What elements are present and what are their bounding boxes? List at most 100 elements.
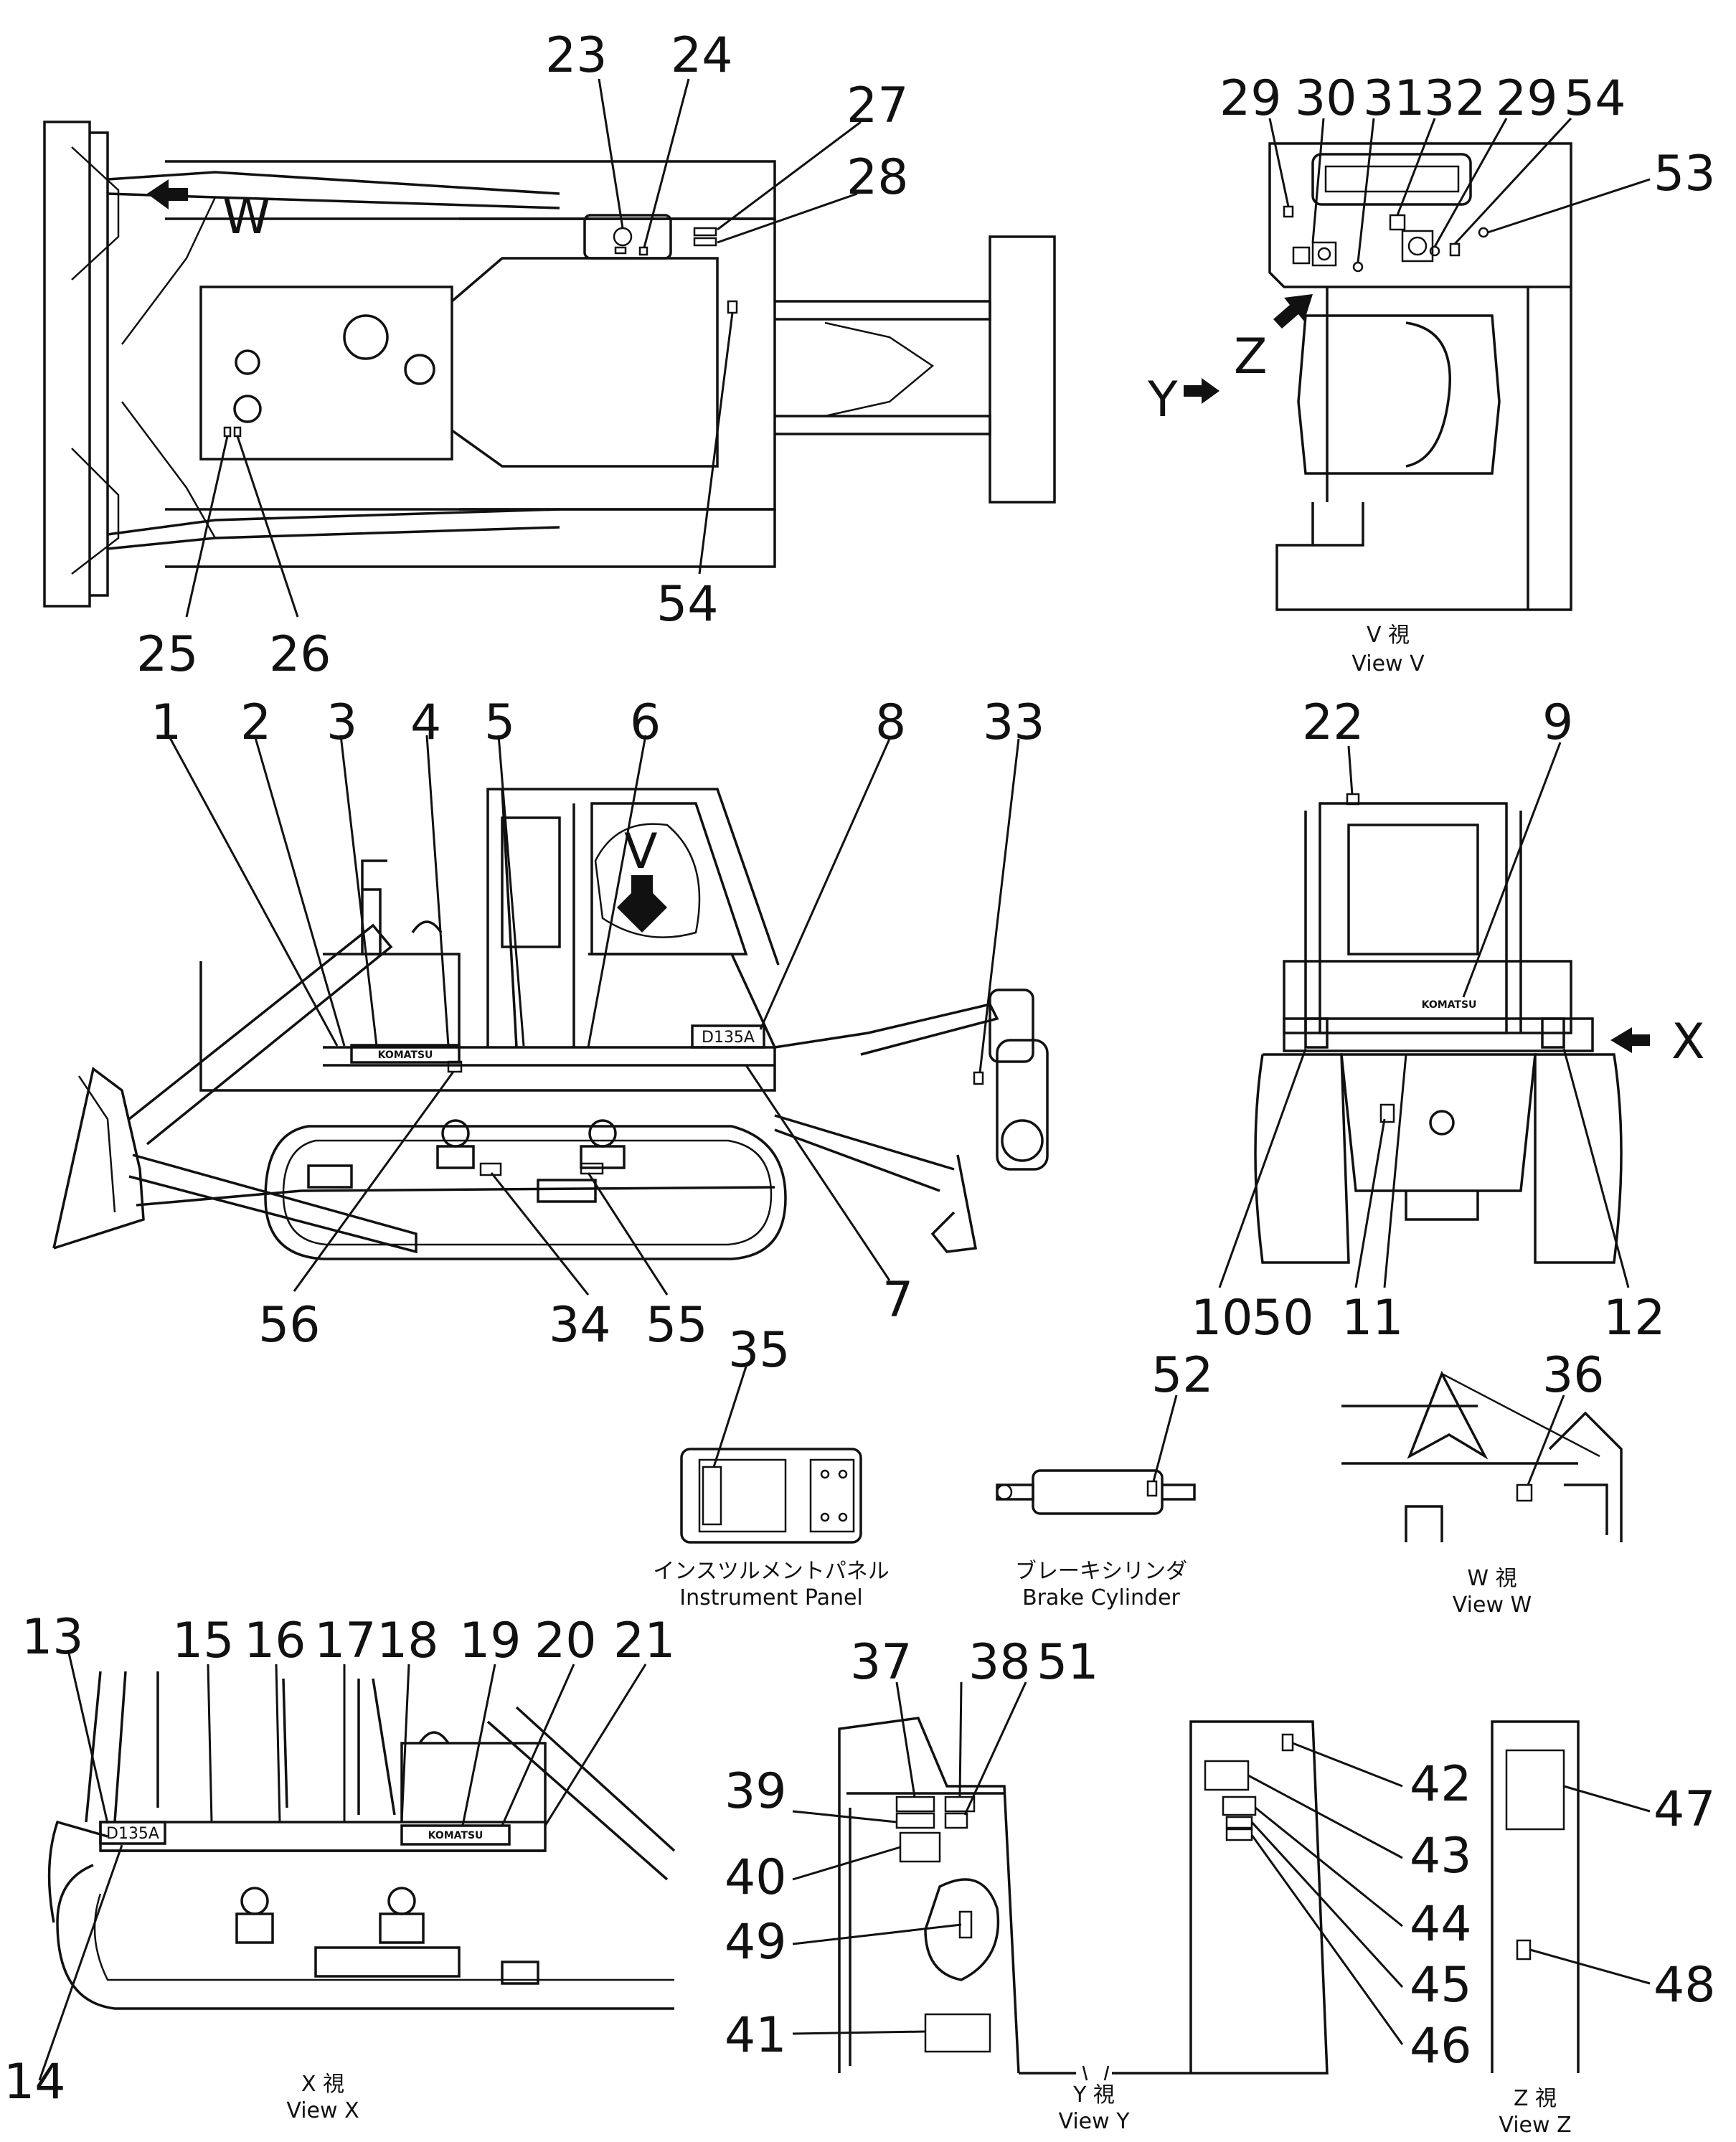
- top-view-callouts: 23 24 27 28 25 26 54: [136, 27, 909, 683]
- callout-28: 28: [846, 149, 909, 206]
- view-x-komatsu-badge: KOMATSU: [428, 1830, 483, 1841]
- callout-13: 13: [22, 1609, 84, 1666]
- arrow-label-w: W: [222, 189, 270, 245]
- callout-5: 5: [484, 694, 515, 751]
- callout-29b: 29: [1496, 70, 1558, 127]
- side-model-badge: D135A: [702, 1029, 755, 1047]
- panel-caption-jp: インスツルメントパネル: [653, 1559, 889, 1584]
- brake-caption-jp: ブレーキシリンダ: [1015, 1559, 1187, 1584]
- arrow-label-v: V: [624, 824, 658, 880]
- arrow-label-y: Y: [1147, 372, 1178, 428]
- view-y-leaders: [792, 1681, 1404, 2045]
- callout-34: 34: [549, 1297, 611, 1354]
- callout-36: 36: [1542, 1347, 1605, 1404]
- rear-view-leaders: [1218, 742, 1630, 1288]
- view-x-callouts: 13 15 16 17 18 19 20 21 14 X 視 View X: [4, 1609, 676, 2123]
- callout-31: 31: [1363, 70, 1425, 127]
- callout-38: 38: [968, 1634, 1031, 1691]
- top-view-leaders: [185, 78, 862, 618]
- callout-16: 16: [244, 1613, 306, 1669]
- callout-54: 54: [656, 576, 719, 633]
- rear-komatsu-badge: KOMATSU: [1422, 999, 1477, 1011]
- callout-46: 46: [1410, 2018, 1472, 2075]
- callout-52: 52: [1151, 1347, 1214, 1404]
- callout-44: 44: [1410, 1896, 1472, 1953]
- callout-54b: 54: [1564, 70, 1626, 127]
- callout-25: 25: [136, 626, 199, 683]
- view-z-drawing: 47 48 Z 視 View Z: [1491, 1720, 1716, 2138]
- callout-23: 23: [545, 27, 608, 84]
- top-view-drawing: W: [43, 121, 1056, 608]
- callout-9: 9: [1542, 694, 1573, 751]
- callout-21: 21: [613, 1613, 676, 1669]
- callout-55: 55: [646, 1297, 708, 1354]
- view-v-callouts: 29 30 31 32 29 54 53 V 視 View V: [1220, 70, 1716, 676]
- callout-19: 19: [459, 1613, 522, 1669]
- callout-15: 15: [172, 1613, 235, 1669]
- callout-12: 12: [1603, 1290, 1666, 1346]
- view-v-caption-en: View V: [1351, 651, 1425, 676]
- callout-33: 33: [983, 694, 1045, 751]
- callout-40: 40: [725, 1849, 787, 1906]
- instrument-panel-drawing: 35 インスツルメントパネル Instrument Panel: [653, 1322, 889, 1610]
- view-v-leaders: [1268, 117, 1651, 263]
- callout-27: 27: [846, 77, 909, 134]
- panel-caption-en: Instrument Panel: [679, 1585, 863, 1610]
- side-view-callouts: 1 2 3 4 5 6 8 33 56 34 55 7: [151, 694, 1045, 1354]
- callout-30: 30: [1295, 70, 1357, 127]
- view-x-model-badge: D135A: [106, 1825, 159, 1843]
- view-v-caption-jp: V 視: [1367, 623, 1410, 648]
- callout-49: 49: [725, 1914, 787, 1971]
- callout-17: 17: [314, 1613, 377, 1669]
- callout-51: 51: [1037, 1634, 1099, 1691]
- view-y-callouts: 37 38 51 39 40 49 41 42 43 44 45 46 Y 視 …: [725, 1634, 1472, 2134]
- rear-view-callouts: 22 9 10 50 11 12: [1191, 694, 1666, 1346]
- callout-45: 45: [1410, 1957, 1472, 2014]
- callout-39: 39: [725, 1763, 787, 1820]
- brake-caption-en: Brake Cylinder: [1022, 1585, 1180, 1610]
- callout-3: 3: [326, 694, 357, 751]
- view-z-caption-en: View Z: [1499, 2113, 1571, 2138]
- view-v-drawing: Y Z: [1147, 142, 1572, 611]
- callout-11: 11: [1341, 1290, 1404, 1346]
- callout-56: 56: [258, 1297, 321, 1354]
- callout-32: 32: [1424, 70, 1486, 127]
- callout-1: 1: [151, 694, 181, 751]
- callout-43: 43: [1410, 1828, 1472, 1884]
- view-y-caption-en: View Y: [1058, 2109, 1130, 2134]
- callout-41: 41: [725, 2007, 787, 2064]
- callout-26: 26: [269, 626, 331, 683]
- callout-6: 6: [630, 694, 661, 751]
- callout-18: 18: [377, 1613, 439, 1669]
- view-y-drawing: [838, 1717, 1329, 2081]
- callout-2: 2: [240, 694, 271, 751]
- side-view-drawing: KOMATSU D135A V: [52, 788, 1049, 1260]
- callout-24: 24: [671, 27, 733, 84]
- callout-29: 29: [1220, 70, 1282, 127]
- view-x-caption-jp: X 視: [301, 2072, 344, 2097]
- callout-53: 53: [1654, 146, 1716, 202]
- callout-14: 14: [4, 2054, 66, 2110]
- view-z-caption-jp: Z 視: [1514, 2086, 1557, 2111]
- arrow-label-z: Z: [1234, 329, 1268, 385]
- side-komatsu-badge: KOMATSU: [378, 1049, 433, 1061]
- view-y-caption-jp: Y 視: [1072, 2082, 1115, 2108]
- callout-8: 8: [875, 694, 906, 751]
- callout-4: 4: [410, 694, 441, 751]
- callout-20: 20: [534, 1613, 597, 1669]
- view-x-drawing: D135A KOMATSU: [47, 1671, 676, 2010]
- view-w-caption-en: View W: [1453, 1593, 1532, 1618]
- view-x-leaders: [38, 1649, 647, 2081]
- callout-50: 50: [1252, 1290, 1314, 1346]
- view-w-caption-jp: W 視: [1467, 1566, 1516, 1591]
- side-view-leaders: [167, 735, 1020, 1296]
- view-w-drawing: 36 W 視 View W: [1341, 1347, 1623, 1618]
- rear-view-drawing: KOMATSU X: [1254, 793, 1705, 1264]
- callout-10: 10: [1191, 1290, 1253, 1346]
- callout-35: 35: [728, 1322, 791, 1379]
- callout-47: 47: [1654, 1781, 1716, 1838]
- callout-48: 48: [1654, 1957, 1716, 2014]
- view-x-caption-en: View X: [286, 2098, 359, 2123]
- callout-37: 37: [850, 1634, 912, 1691]
